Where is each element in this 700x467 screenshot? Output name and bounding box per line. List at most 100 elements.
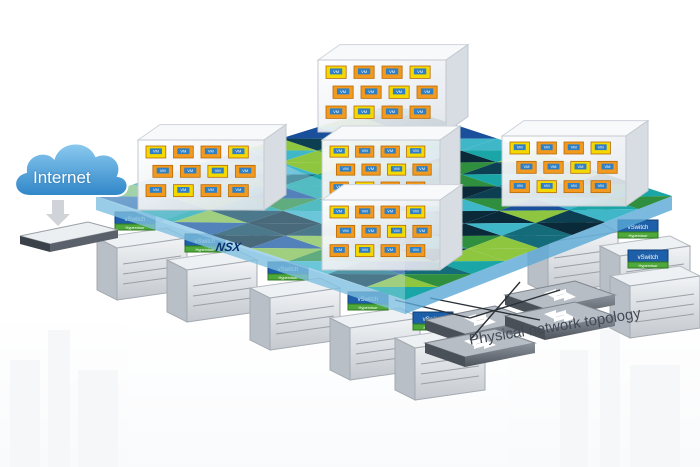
server-front [630, 276, 700, 338]
vm-icon-label: VM [387, 247, 393, 252]
vm-icon-label: VM [153, 149, 159, 154]
vm-box-top [318, 45, 468, 60]
vm-icon: VM [382, 66, 402, 78]
vm-icon: VM [174, 185, 194, 197]
vm-icon-label: VM [235, 149, 241, 154]
vm-icon: VM [336, 225, 354, 237]
hypervisor-badge-label: Hypervisor [638, 263, 658, 268]
vm-icon: VM [517, 161, 536, 173]
vm-icon: VM [174, 146, 194, 158]
vm-icon: VM [229, 185, 249, 197]
vm-icon-label: VM [389, 69, 395, 74]
hypervisor-badge-label: Hypervisor [125, 225, 145, 230]
server-side [97, 238, 117, 300]
vm-icon-label: VM [242, 168, 248, 173]
vm-icon: VM [208, 165, 228, 177]
vm-icon-label: VM [368, 228, 374, 233]
server-front [187, 260, 257, 322]
vm-icon-label: VM [362, 148, 368, 153]
vm-icon-label: VM [187, 168, 193, 173]
vm-icon-label: VM [604, 164, 610, 169]
vm-icon: VM [407, 146, 425, 157]
vm-icon: VM [571, 161, 590, 173]
vm-icon: VM [354, 66, 374, 78]
vm-icon: VM [591, 181, 610, 193]
vm-icon-label: VM [598, 145, 604, 150]
vm-icon-label: VM [208, 187, 214, 192]
vm-icon: VM [361, 86, 381, 98]
vm-icon: VM [354, 106, 374, 118]
vm-icon-label: VM [235, 187, 241, 192]
vm-icon-label: VM [387, 148, 393, 153]
vm-icon-label: VM [598, 183, 604, 188]
vm-box-top [322, 126, 460, 140]
vm-icon-label: VM [517, 145, 523, 150]
vm-icon: VM [180, 165, 200, 177]
server-side [330, 318, 350, 380]
vm-icon-label: VM [387, 209, 393, 214]
vm-icon-label: VM [413, 247, 419, 252]
server-side [167, 260, 187, 322]
vm-icon-label: VM [333, 109, 339, 114]
server-side [250, 288, 270, 350]
vswitch-badge-label: vSwitch [638, 255, 659, 261]
vm-icon: VM [146, 185, 166, 197]
vm-icon-label: VM [180, 187, 186, 192]
vm-icon-label: VM [577, 164, 583, 169]
vm-icon-label: VM [417, 109, 423, 114]
vm-icon: VM [387, 164, 405, 175]
vm-box-top [502, 121, 648, 136]
vm-icon: VM [336, 164, 354, 175]
vm-icon: VM [146, 146, 166, 158]
hypervisor-badge-label: Hypervisor [628, 233, 648, 238]
vm-icon-label: VM [180, 149, 186, 154]
vm-icon: VM [201, 146, 221, 158]
vm-icon: VM [510, 181, 529, 193]
vm-icon-label: VM [333, 69, 339, 74]
vm-icon-label: VM [336, 148, 342, 153]
vm-icon-label: VM [394, 228, 400, 233]
vm-box-side [264, 125, 286, 210]
vm-icon-label: VM [544, 145, 550, 150]
vm-icon-label: VM [361, 69, 367, 74]
vm-icon-label: VM [160, 168, 166, 173]
vm-box: VMVMVMVMVMVMVMVMVMVMVMVM [318, 45, 468, 132]
vm-icon-label: VM [153, 187, 159, 192]
vm-box: VMVMVMVMVMVMVMVMVMVMVMVM [502, 121, 648, 206]
vm-icon: VM [201, 185, 221, 197]
vm-icon: VM [598, 161, 617, 173]
vm-icon-label: VM [571, 145, 577, 150]
vm-icon: VM [510, 142, 529, 154]
vm-icon: VM [591, 142, 610, 154]
vm-icon: VM [330, 245, 348, 257]
vm-icon-label: VM [413, 209, 419, 214]
vm-icon-label: VM [417, 69, 423, 74]
vm-icon: VM [537, 181, 556, 193]
vm-icon-label: VM [215, 168, 221, 173]
vm-icon-label: VM [368, 166, 374, 171]
vm-icon: VM [330, 206, 348, 218]
vm-icon: VM [389, 86, 409, 98]
vm-icon-label: VM [424, 89, 430, 94]
vm-icon: VM [362, 225, 380, 237]
vm-box-side [440, 185, 462, 270]
vm-icon-label: VM [517, 183, 523, 188]
vm-icon: VM [326, 66, 346, 78]
vm-icon: VM [362, 164, 380, 175]
vm-icon: VM [381, 206, 399, 218]
vm-icon-label: VM [550, 164, 556, 169]
vm-icon: VM [356, 146, 374, 157]
vm-icon: VM [417, 86, 437, 98]
vm-icon: VM [326, 106, 346, 118]
vm-icon-label: VM [394, 166, 400, 171]
hypervisor-badge-label: Hypervisor [358, 305, 378, 310]
vm-icon: VM [382, 106, 402, 118]
vm-icon: VM [564, 181, 583, 193]
vm-icon-label: VM [208, 149, 214, 154]
vm-icon: VM [356, 245, 374, 257]
vm-icon-label: VM [419, 166, 425, 171]
server-side [395, 338, 415, 400]
vm-icon-label: VM [396, 89, 402, 94]
vm-icon: VM [407, 245, 425, 257]
